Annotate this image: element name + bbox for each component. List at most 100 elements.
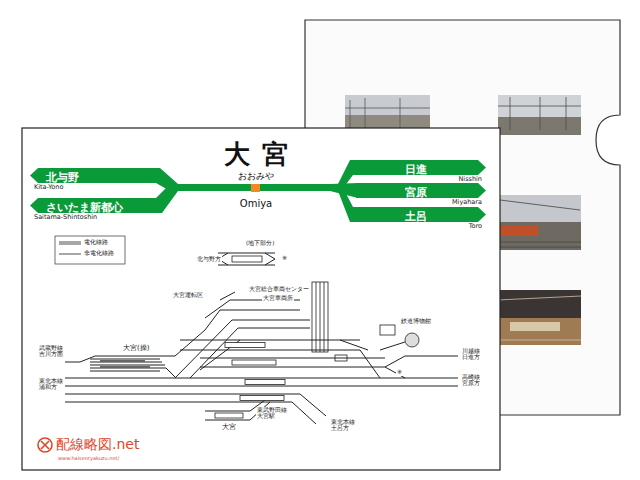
direction-arrow: 日進Nisshin	[356, 160, 486, 183]
legend-text: 非電化線路	[84, 250, 114, 257]
text-label: 北与野方	[196, 256, 222, 262]
romaji-name: Miyahara	[356, 198, 486, 206]
arrow-body: 日進	[356, 160, 486, 175]
track-lines	[65, 253, 458, 424]
station-name-next: 宮原	[405, 185, 437, 200]
depot-building	[335, 355, 347, 361]
photo	[498, 318, 581, 345]
arrow-body: 北与野	[30, 168, 150, 183]
photo	[345, 98, 430, 130]
photo	[498, 97, 581, 130]
text-label: 東北本線 浦和方	[38, 378, 64, 391]
legend-frame	[55, 236, 125, 264]
yard-block	[100, 360, 150, 368]
station-name-next: 北与野	[30, 170, 79, 185]
track-lines	[65, 378, 458, 386]
text-label: (地下部分)	[245, 240, 275, 246]
depot-building	[312, 282, 395, 361]
station-name-next: さいたま新都心	[30, 200, 123, 215]
photo	[498, 222, 581, 250]
yard-block	[100, 366, 150, 368]
track-lines	[180, 340, 360, 350]
romaji-name: Saitama-Shintoshin	[30, 213, 150, 221]
photo	[498, 290, 581, 345]
text-label: 高崎線 宮原方	[461, 374, 481, 387]
direction-arrow: 宮原Miyahara	[356, 183, 486, 206]
platform	[225, 343, 265, 348]
turntable	[405, 333, 419, 347]
photo	[498, 195, 581, 250]
text-label: 東北本線 土呂方	[330, 419, 356, 432]
photo	[498, 226, 538, 236]
sign-band	[148, 160, 358, 222]
photo	[498, 95, 581, 135]
yard-block	[100, 360, 145, 362]
text-label: ※	[281, 255, 288, 262]
track-lines	[380, 342, 405, 350]
platform	[215, 413, 243, 418]
text-label: 大宮運転区	[172, 292, 204, 298]
photo	[498, 117, 581, 135]
track-lines	[65, 310, 300, 362]
front-sheet	[22, 128, 500, 470]
track-lines	[205, 292, 300, 318]
direction-arrow: 北与野Kita-Yono	[30, 168, 150, 191]
sign-band	[330, 184, 358, 222]
photo	[498, 195, 581, 250]
depot-building	[312, 282, 328, 352]
text-label: 大宮(操)	[122, 344, 150, 352]
legend-line	[59, 253, 81, 254]
text-label: ※	[396, 369, 403, 376]
photo	[498, 290, 581, 345]
photo	[510, 322, 560, 331]
arrow-body: 土呂	[356, 207, 486, 222]
platform	[240, 396, 284, 401]
romaji-name: Kita-Yono	[30, 183, 150, 191]
photo	[498, 296, 581, 340]
legend-row: 電化線路	[59, 239, 108, 246]
text-label: 東武野田線 大宮駅	[256, 407, 288, 420]
sign-band	[148, 184, 178, 213]
text-label: 鉄道博物館	[400, 318, 432, 324]
platform	[232, 256, 262, 262]
text-label: 大宮車両所	[262, 295, 294, 301]
platform	[232, 360, 276, 365]
legend-text: 電化線路	[84, 239, 108, 246]
station-name-next: 日進	[405, 162, 437, 177]
arrow-body: さいたま新都心	[30, 198, 150, 213]
romaji-name: Toro	[356, 222, 486, 230]
platform	[245, 380, 285, 385]
text-label: おおみや	[238, 171, 274, 181]
romaji-name: Nisshin	[356, 175, 486, 183]
arrow-body: 宮原	[356, 183, 486, 198]
text-label: Omiya	[240, 198, 272, 210]
text-label: 川越線 日進方	[461, 348, 481, 361]
station-name: 大宮	[212, 141, 299, 167]
legend-sample	[59, 240, 81, 246]
depot-building	[380, 325, 395, 335]
direction-arrow: さいたま新都心Saitama-Shintoshin	[30, 198, 150, 221]
station-name-next: 土呂	[405, 209, 437, 224]
logo-mark	[38, 438, 52, 452]
photo	[498, 200, 581, 247]
legend-row: 非電化線路	[59, 250, 114, 257]
logo-mark	[38, 438, 52, 452]
text-label: www.haisenryakuzu.net/	[58, 456, 119, 462]
logo-mark	[41, 441, 49, 449]
station-mark	[251, 184, 260, 192]
sign-band	[170, 184, 336, 191]
track-lines	[218, 253, 275, 265]
track-lines	[340, 340, 405, 378]
text-label: 大宮	[221, 423, 237, 431]
legend-sample	[59, 251, 81, 257]
track-lines	[90, 359, 176, 378]
text-label: 武蔵野線 吉川方面	[38, 345, 64, 358]
track-lines	[200, 356, 458, 367]
platform	[215, 256, 285, 418]
depot-building	[316, 282, 324, 352]
legend-line	[59, 242, 81, 244]
text-label: 大宮総合車両センター	[248, 286, 310, 292]
track-lines	[65, 394, 326, 424]
text-label: 配線略図.net	[56, 436, 139, 452]
